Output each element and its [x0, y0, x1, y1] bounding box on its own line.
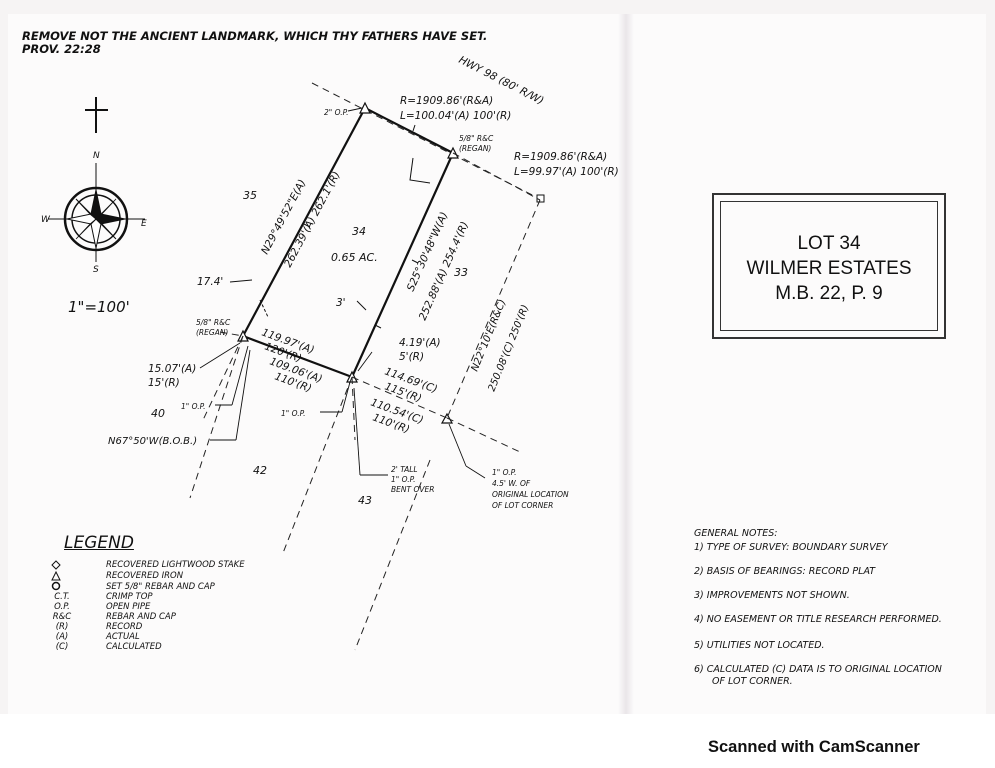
quote-line-2: PROV. 22:28 — [22, 42, 101, 56]
dist-15r-label: 15'(R) — [148, 377, 180, 389]
improvement-line — [259, 157, 431, 318]
compass-w: W — [41, 215, 51, 225]
corner-marker-icon — [536, 194, 545, 203]
leader-lines — [199, 107, 486, 479]
note-item: 4) NO EASEMENT OR TITLE RESEARCH PERFORM… — [694, 614, 942, 625]
offset-3-label: 3' — [336, 297, 346, 309]
boundary-ticks — [303, 124, 419, 329]
legend-text: ACTUAL — [106, 632, 140, 642]
legend-text: RECOVERED IRON — [106, 571, 184, 581]
note-item: 3) IMPROVEMENTS NOT SHOWN. — [694, 590, 850, 601]
recovered-iron-legend-icon — [51, 570, 61, 581]
note-item: 2) BASIS OF BEARINGS: RECORD PLAT — [694, 566, 876, 577]
orig-line4: OF LOT CORNER — [492, 501, 553, 510]
survey-paper — [8, 14, 986, 714]
note-item: 1) TYPE OF SURVEY: BOUNDARY SURVEY — [694, 542, 888, 553]
curve2-length: L=99.97'(A) 100'(R) — [514, 166, 619, 178]
legend-symbol: O.P. — [54, 602, 70, 612]
legend-text: REBAR AND CAP — [106, 612, 176, 622]
camscanner-watermark: Scanned with CamScanner — [708, 738, 920, 756]
adjoining-lot-lines — [189, 152, 541, 651]
lot-area-label: 0.65 AC. — [331, 251, 378, 264]
quote-line-1: REMOVE NOT THE ANCIENT LANDMARK, WHICH T… — [22, 29, 488, 43]
legend-text: OPEN PIPE — [106, 602, 151, 612]
tall-op-line1: 2' TALL — [391, 465, 418, 474]
notes-title: GENERAL NOTES: — [694, 528, 778, 539]
compass-e: E — [141, 219, 147, 229]
regan-top-label: (REGAN) — [459, 144, 491, 153]
title-block-inner — [720, 201, 938, 331]
legend-text: RECOVERED LIGHTWOOD STAKE — [106, 560, 245, 570]
cross-icon — [85, 97, 108, 133]
dist-419-label: 4.19'(A) — [399, 337, 441, 349]
op-mid-label: 1" O.P. — [281, 409, 305, 418]
legend-text: RECORD — [106, 622, 143, 632]
curve1-length: L=100.04'(A) 100'(R) — [400, 110, 511, 122]
scan-margin — [0, 714, 995, 768]
title-block: LOT 34 WILMER ESTATES M.B. 22, P. 9 — [712, 193, 946, 339]
recovered-iron-icon — [359, 101, 371, 114]
legend-symbol: C.T. — [54, 592, 70, 602]
title-lot: LOT 34 — [797, 233, 861, 254]
compass-rose-icon — [48, 163, 145, 262]
legend-text: SET 5/8" REBAR AND CAP — [106, 582, 215, 592]
lot-40-label: 40 — [151, 407, 165, 420]
compass-s: S — [93, 265, 99, 275]
lot-34-boundary — [242, 107, 455, 379]
curve2-radius: R=1909.86'(R&A) — [514, 151, 607, 163]
legend-title: LEGEND — [64, 533, 134, 553]
lightwood-stake-icon — [51, 560, 61, 570]
scale-label: 1"=100' — [68, 298, 130, 316]
note-item: 6) CALCULATED (C) DATA IS TO ORIGINAL LO… — [694, 664, 942, 675]
lot-42-label: 42 — [253, 464, 267, 477]
orig-line2: 4.5' W. OF — [492, 479, 531, 488]
lot-34-label: 34 — [352, 225, 366, 238]
scripture-quote: REMOVE NOT THE ANCIENT LANDMARK, WHICH T… — [22, 30, 487, 56]
bob-label: N67°50'W(B.O.B.) — [108, 436, 197, 447]
legend-symbol: R&C — [52, 612, 72, 622]
orig-line1: 1" O.P. — [492, 468, 516, 477]
lot-33-label: 33 — [454, 266, 468, 279]
title-map-book: M.B. 22, P. 9 — [775, 283, 883, 304]
compass-n: N — [93, 151, 100, 161]
lot-35-label: 35 — [243, 189, 257, 202]
curve1-radius: R=1909.86'(R&A) — [400, 95, 493, 107]
dist-5-label: 5'(R) — [399, 351, 424, 363]
legend-symbol: (A) — [55, 632, 69, 642]
rebar-cap-icon — [51, 581, 61, 591]
orig-line3: ORIGINAL LOCATION — [492, 490, 569, 499]
legend-text: CALCULATED — [106, 642, 162, 652]
rc-regan-left-label: 5/8" R&C — [196, 318, 231, 327]
legend-symbol: (C) — [55, 642, 69, 652]
lot-43-label: 43 — [358, 494, 372, 507]
op-left-label: 1" O.P. — [181, 402, 205, 411]
regan-left-label: (REGAN) — [196, 328, 228, 337]
paper-fold — [618, 14, 634, 714]
title-subdivision: WILMER ESTATES — [746, 258, 912, 279]
tall-op-line2: 1" O.P. — [391, 475, 415, 484]
note-item: OF LOT CORNER. — [712, 676, 793, 687]
rc-regan-top-label: 5/8" R&C — [459, 134, 494, 143]
dist-15a-label: 15.07'(A) — [148, 363, 196, 375]
note-item: 5) UTILITIES NOT LOCATED. — [694, 640, 825, 651]
legend-symbol: (R) — [55, 622, 69, 632]
tall-op-line3: BENT OVER — [391, 485, 434, 494]
offset-17-label: 17.4' — [197, 276, 223, 288]
op-top-label: 2" O.P. — [324, 108, 348, 117]
legend-text: CRIMP TOP — [106, 592, 153, 602]
